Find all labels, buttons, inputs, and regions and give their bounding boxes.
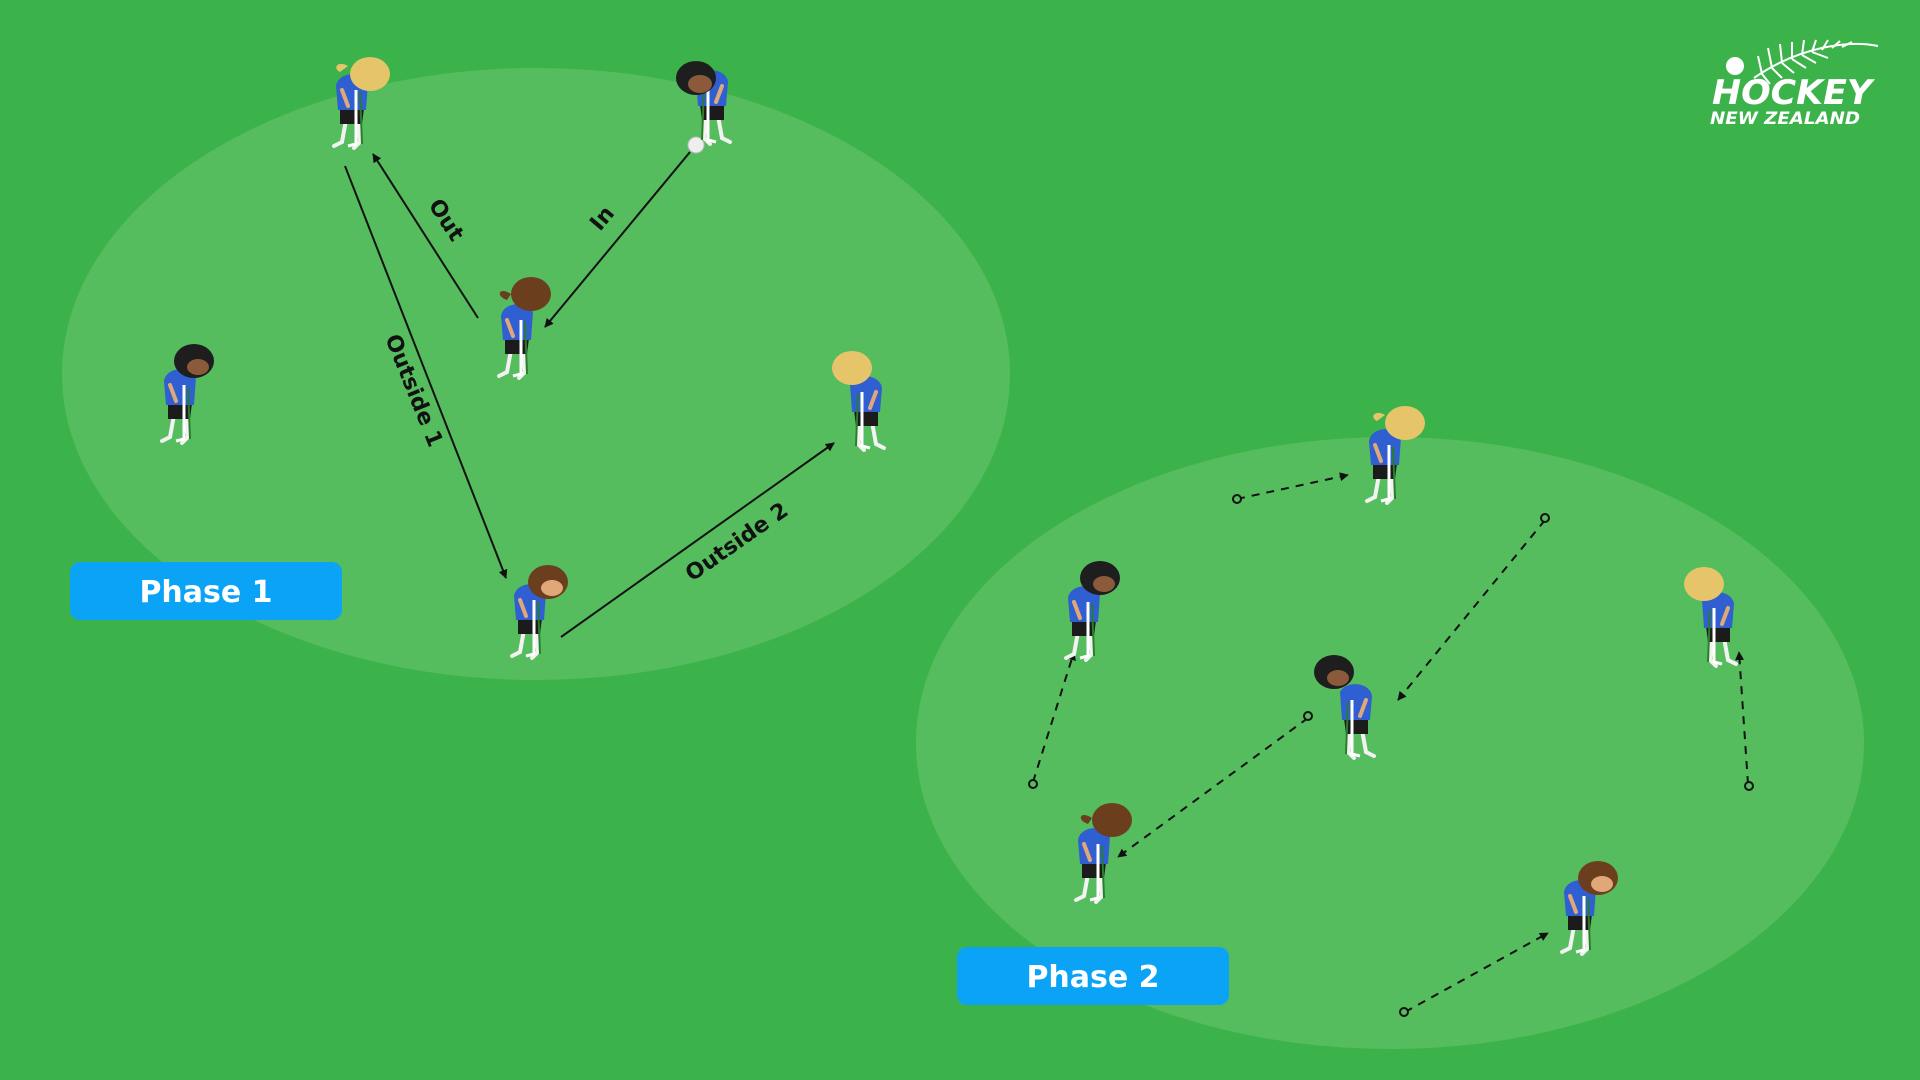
logo-word-new-zealand: NEW ZEALAND [1710, 109, 1860, 129]
player-p2-top [1365, 406, 1425, 505]
pass-arrow-out [372, 153, 479, 319]
pass-arrow-outside-1 [344, 165, 508, 579]
origin-marker [1232, 494, 1242, 504]
phase1-label: Phase 1 [70, 562, 342, 620]
phase2-label: Phase 2 [957, 947, 1229, 1005]
silver-fern-icon [1753, 39, 1879, 85]
player-p2-left [1064, 561, 1120, 662]
ball [687, 136, 705, 154]
move-arrow-1 [1236, 472, 1349, 500]
player-p1-right [832, 351, 886, 452]
phase2-label-text: Phase 2 [1026, 960, 1159, 995]
player-p1-center [497, 277, 551, 380]
player-p1-top-right [676, 61, 732, 146]
origin-marker [1540, 513, 1550, 523]
ball-icon [1726, 57, 1744, 75]
player-p2-bottom-right [1560, 861, 1618, 956]
phase2-zone [916, 437, 1864, 1049]
movement-origins [1028, 494, 1754, 1017]
phase1-passes [344, 151, 835, 638]
player-head [1092, 803, 1132, 837]
logo-word-hockey: HOCKEY [1712, 73, 1875, 113]
player-head [350, 57, 390, 91]
player-head [1684, 567, 1724, 601]
phase1-label-text: Phase 1 [139, 575, 272, 610]
player-head [832, 351, 872, 385]
origin-marker [1028, 779, 1038, 789]
pass-arrow-outside-2 [560, 442, 835, 638]
move-arrow-4 [1117, 717, 1309, 858]
pass-arrow-in [544, 151, 691, 328]
player-p2-bottom-left [1074, 803, 1132, 904]
phase2-movements [1032, 472, 1749, 1013]
player-head [1385, 406, 1425, 440]
player-head [511, 277, 551, 311]
hockey-nz-logo: HOCKEY NEW ZEALAND [1710, 39, 1879, 129]
phase1-zone [62, 68, 1010, 680]
player-p1-left [160, 344, 214, 445]
move-arrow-3 [1032, 651, 1076, 783]
player-p2-right [1684, 567, 1738, 668]
player-p2-center [1314, 655, 1376, 760]
player-p1-bottom [510, 565, 568, 660]
move-arrow-6 [1404, 932, 1549, 1013]
origin-marker [1303, 711, 1313, 721]
move-arrow-5 [1735, 651, 1749, 785]
origin-marker [1399, 1007, 1409, 1017]
origin-marker [1744, 781, 1754, 791]
player-p1-top-left [332, 57, 390, 150]
